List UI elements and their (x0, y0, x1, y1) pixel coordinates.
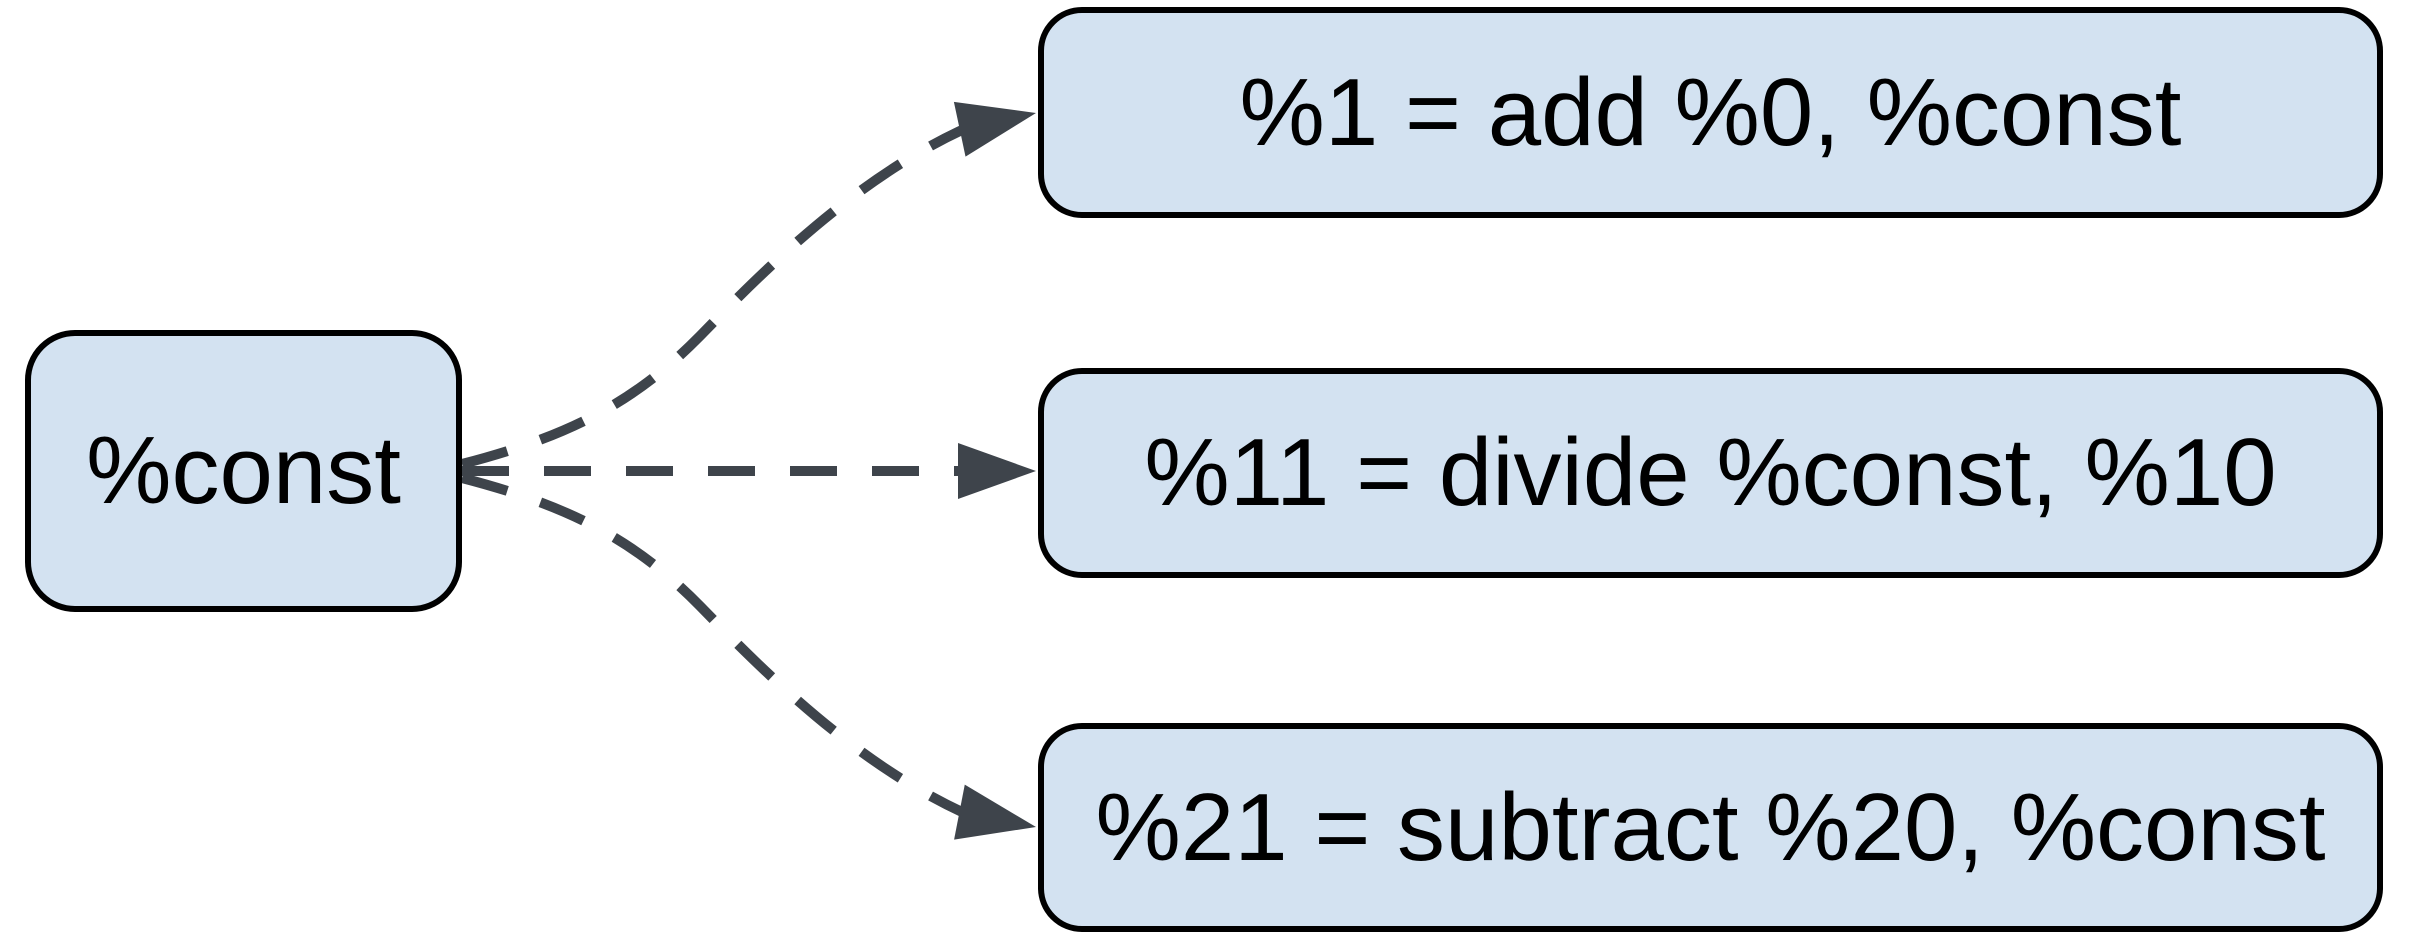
node-const: %const (25, 330, 462, 612)
edge-const-to-add (460, 125, 965, 469)
edge-const-to-subtract (460, 473, 965, 817)
node-add-instruction: %1 = add %0, %const (1038, 7, 2383, 218)
edge-arrowhead-subtract-icon (954, 784, 1036, 840)
edge-arrowhead-divide-icon (958, 443, 1036, 499)
edge-arrowhead-add-icon (953, 101, 1036, 157)
node-const-label: %const (86, 417, 401, 524)
node-subtract-instruction: %21 = subtract %20, %const (1038, 723, 2383, 932)
node-divide-label: %11 = divide %const, %10 (1144, 419, 2277, 526)
node-subtract-label: %21 = subtract %20, %const (1095, 773, 2326, 881)
node-add-label: %1 = add %0, %const (1239, 58, 2182, 166)
node-divide-instruction: %11 = divide %const, %10 (1038, 368, 2383, 578)
